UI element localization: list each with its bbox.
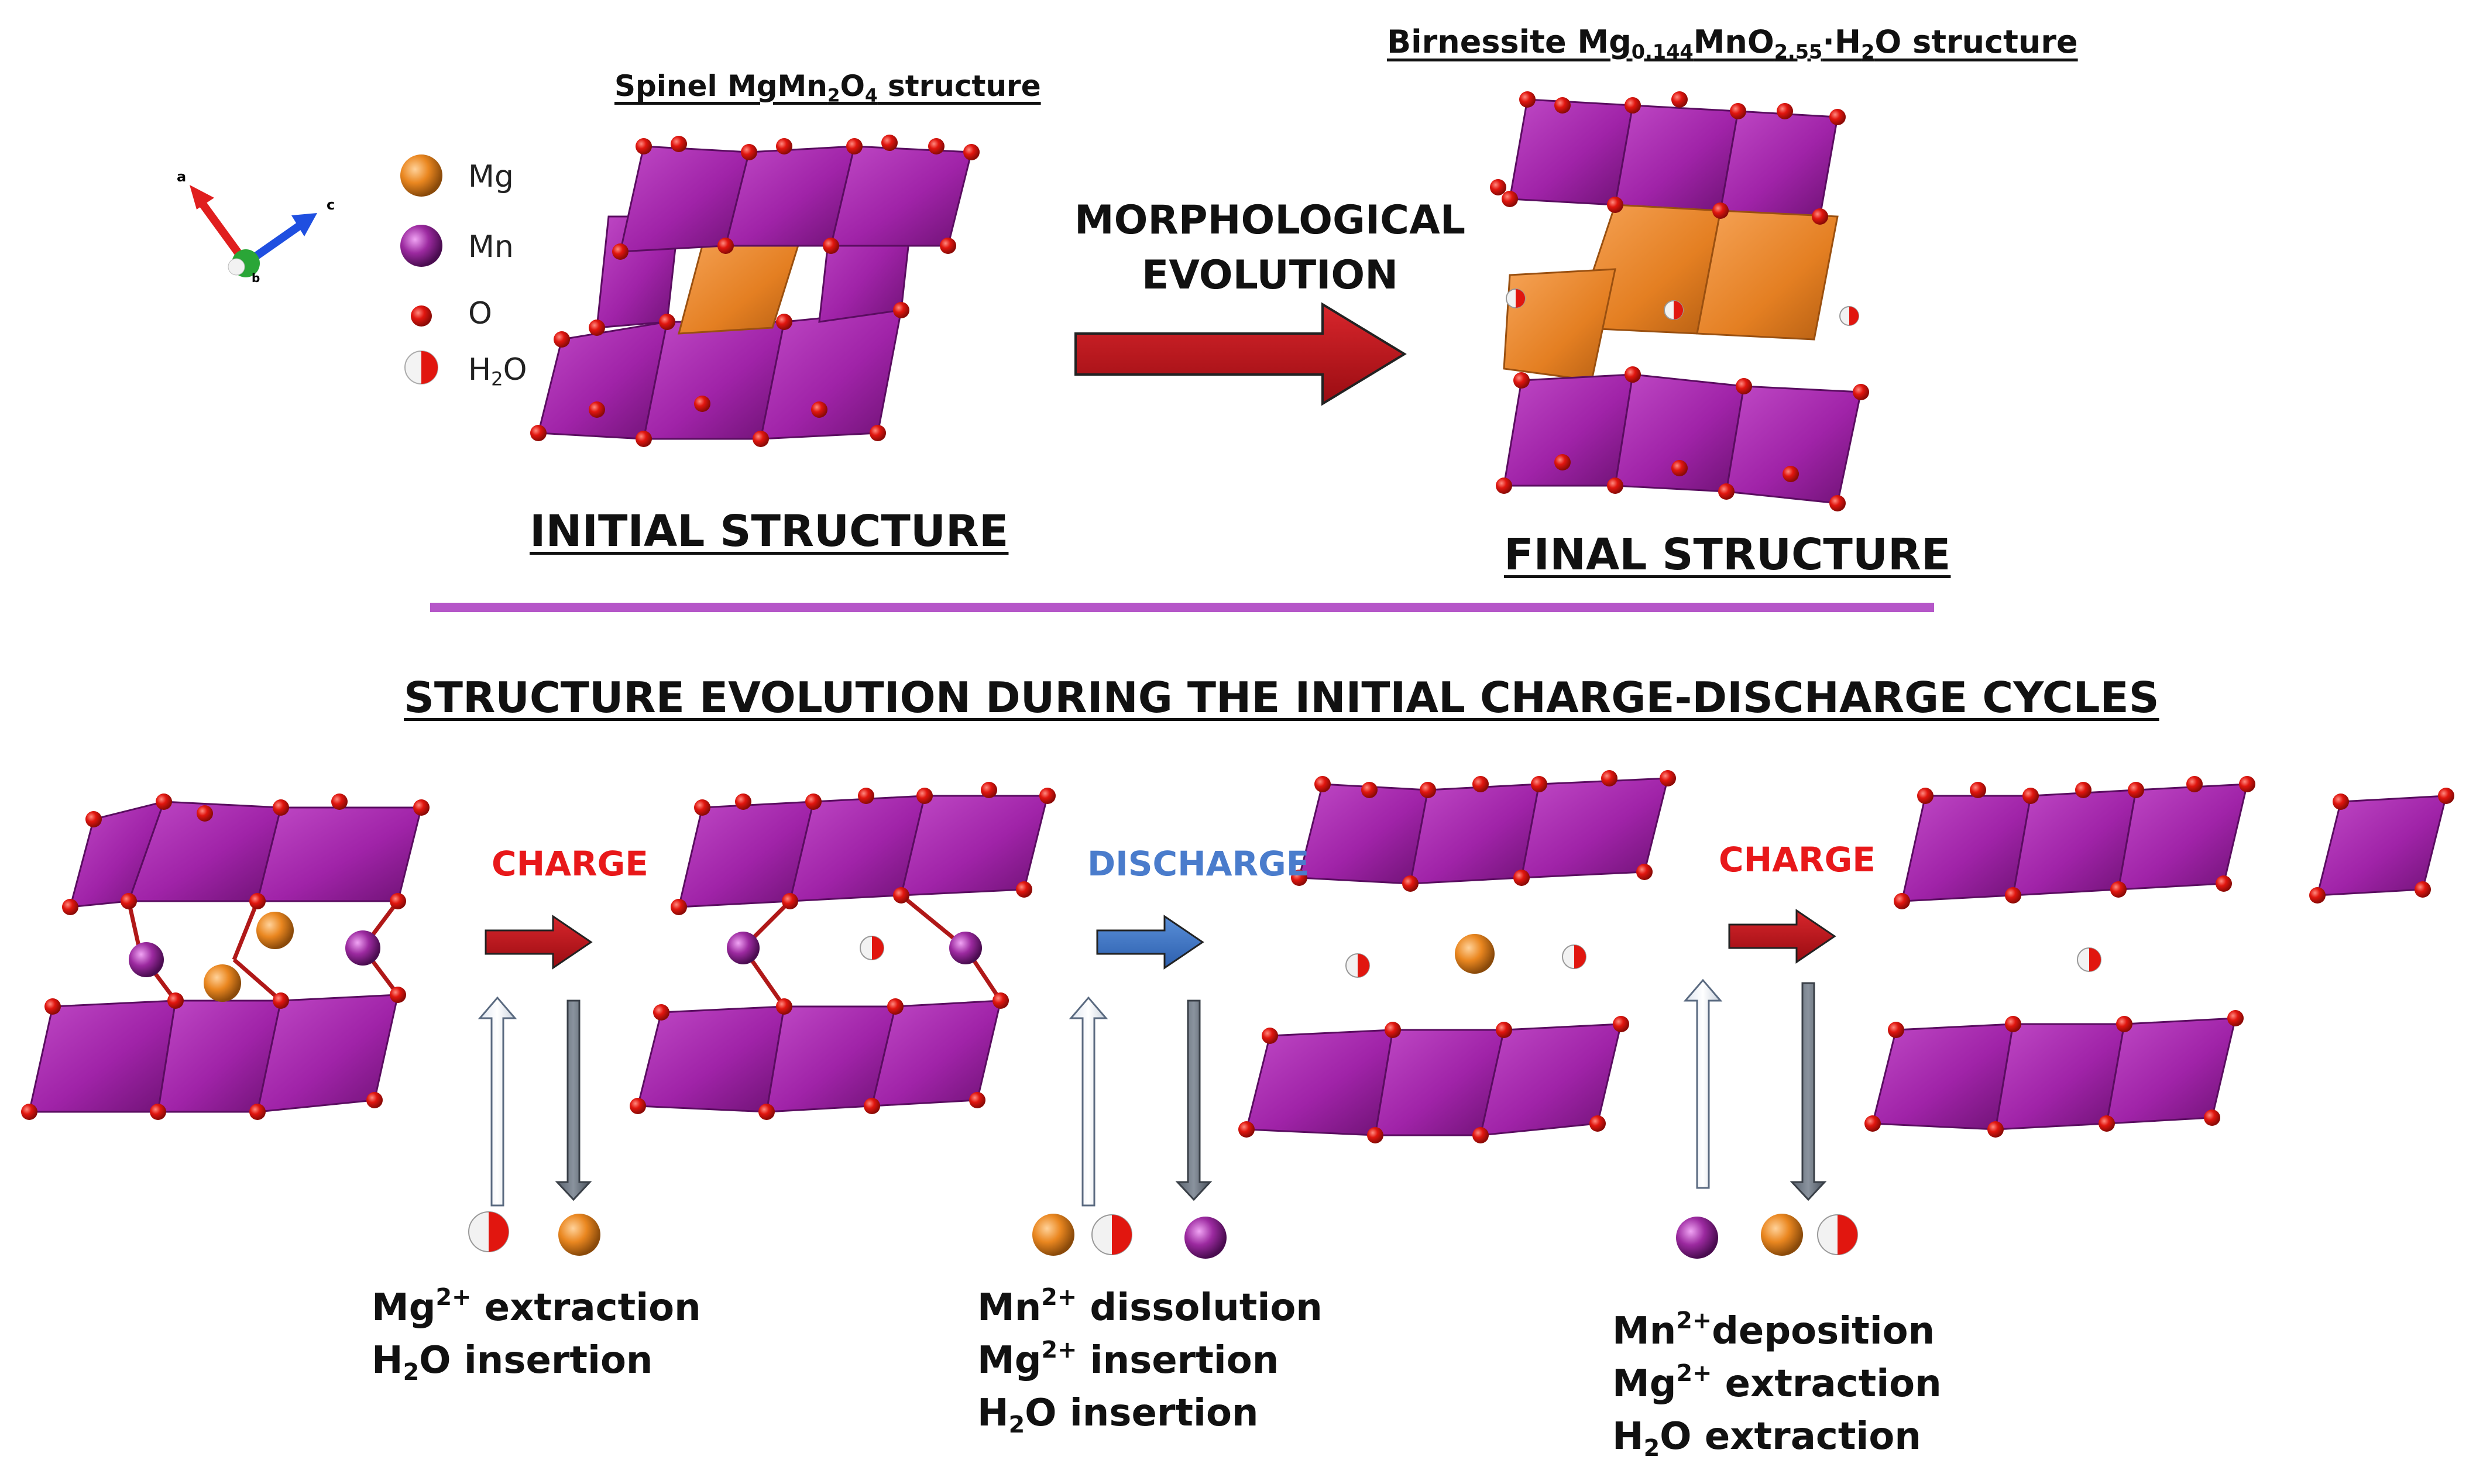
section-divider	[430, 603, 1934, 612]
step2-line2: Mg2+ insertion	[977, 1337, 1279, 1382]
section-title: STRUCTURE EVOLUTION DURING THE INITIAL C…	[404, 673, 2159, 722]
legend-o-label: O	[468, 296, 492, 331]
step2-line1: Mn2+ dissolution	[977, 1284, 1323, 1330]
morphological-evolution-arrow	[1074, 302, 1407, 406]
axes-triad: a c b	[177, 169, 335, 285]
legend-mg-swatch	[400, 154, 442, 197]
step3-flux-arrows	[1676, 978, 1858, 1259]
legend-mn-label: Mn	[468, 229, 514, 264]
spinel-structure-model	[530, 135, 980, 447]
birnessite-structure-model	[1490, 91, 1869, 511]
stage1-structure-model	[21, 793, 430, 1120]
legend: Mg Mn O H2O	[386, 146, 573, 404]
step1-charge-label: CHARGE	[492, 844, 648, 884]
final-structure-label: FINAL STRUCTURE	[1504, 530, 1951, 580]
step2-discharge-arrow	[1096, 915, 1204, 970]
morphological-evolution-text: MORPHOLOGICAL EVOLUTION	[1053, 193, 1486, 303]
legend-h2o-label: H2O	[468, 352, 527, 390]
step3-line2: Mg2+ extraction	[1612, 1360, 1942, 1406]
stage4-structure-model	[1864, 776, 2454, 1138]
legend-o-swatch	[411, 305, 432, 327]
step3-charge-label: CHARGE	[1719, 840, 1876, 880]
step1-charge-arrow	[485, 915, 593, 970]
step1-flux-arrows	[468, 996, 600, 1256]
initial-structure-label: INITIAL STRUCTURE	[530, 506, 1009, 556]
step2-flux-arrows	[1032, 996, 1227, 1259]
step3-description: Mn2+deposition Mg2+ extraction H2O extra…	[1612, 1305, 1942, 1463]
axis-c-label: c	[327, 197, 335, 213]
legend-mg-label: Mg	[468, 159, 514, 194]
legend-mn-swatch	[400, 225, 442, 267]
step2-line3: H2O insertion	[977, 1392, 1259, 1438]
stage3-structure-model	[1238, 770, 1676, 1143]
step2-discharge-label: DISCHARGE	[1087, 844, 1310, 884]
axis-b-label: b	[252, 271, 260, 285]
final-structure-caption: Birnessite Mg0.144MnO2.55·H2O structure	[1387, 23, 2078, 64]
stage2-structure-model	[630, 782, 1056, 1120]
legend-h2o-swatch	[404, 351, 438, 384]
initial-structure-caption: Spinel MgMn2O4 structure	[614, 69, 1041, 107]
step1-line2: H2O insertion	[372, 1339, 653, 1386]
step3-charge-arrow	[1728, 909, 1836, 964]
morph-line-2: EVOLUTION	[1141, 252, 1399, 298]
step1-description: Mg2+ extraction H2O insertion	[372, 1282, 701, 1387]
step3-line3: H2O extraction	[1612, 1415, 1921, 1462]
step1-line1: Mg2+ extraction	[372, 1284, 701, 1330]
step2-description: Mn2+ dissolution Mg2+ insertion H2O inse…	[977, 1282, 1323, 1440]
step3-line1: Mn2+deposition	[1612, 1307, 1935, 1353]
axis-a-label: a	[177, 169, 186, 185]
morph-line-1: MORPHOLOGICAL	[1074, 197, 1466, 243]
